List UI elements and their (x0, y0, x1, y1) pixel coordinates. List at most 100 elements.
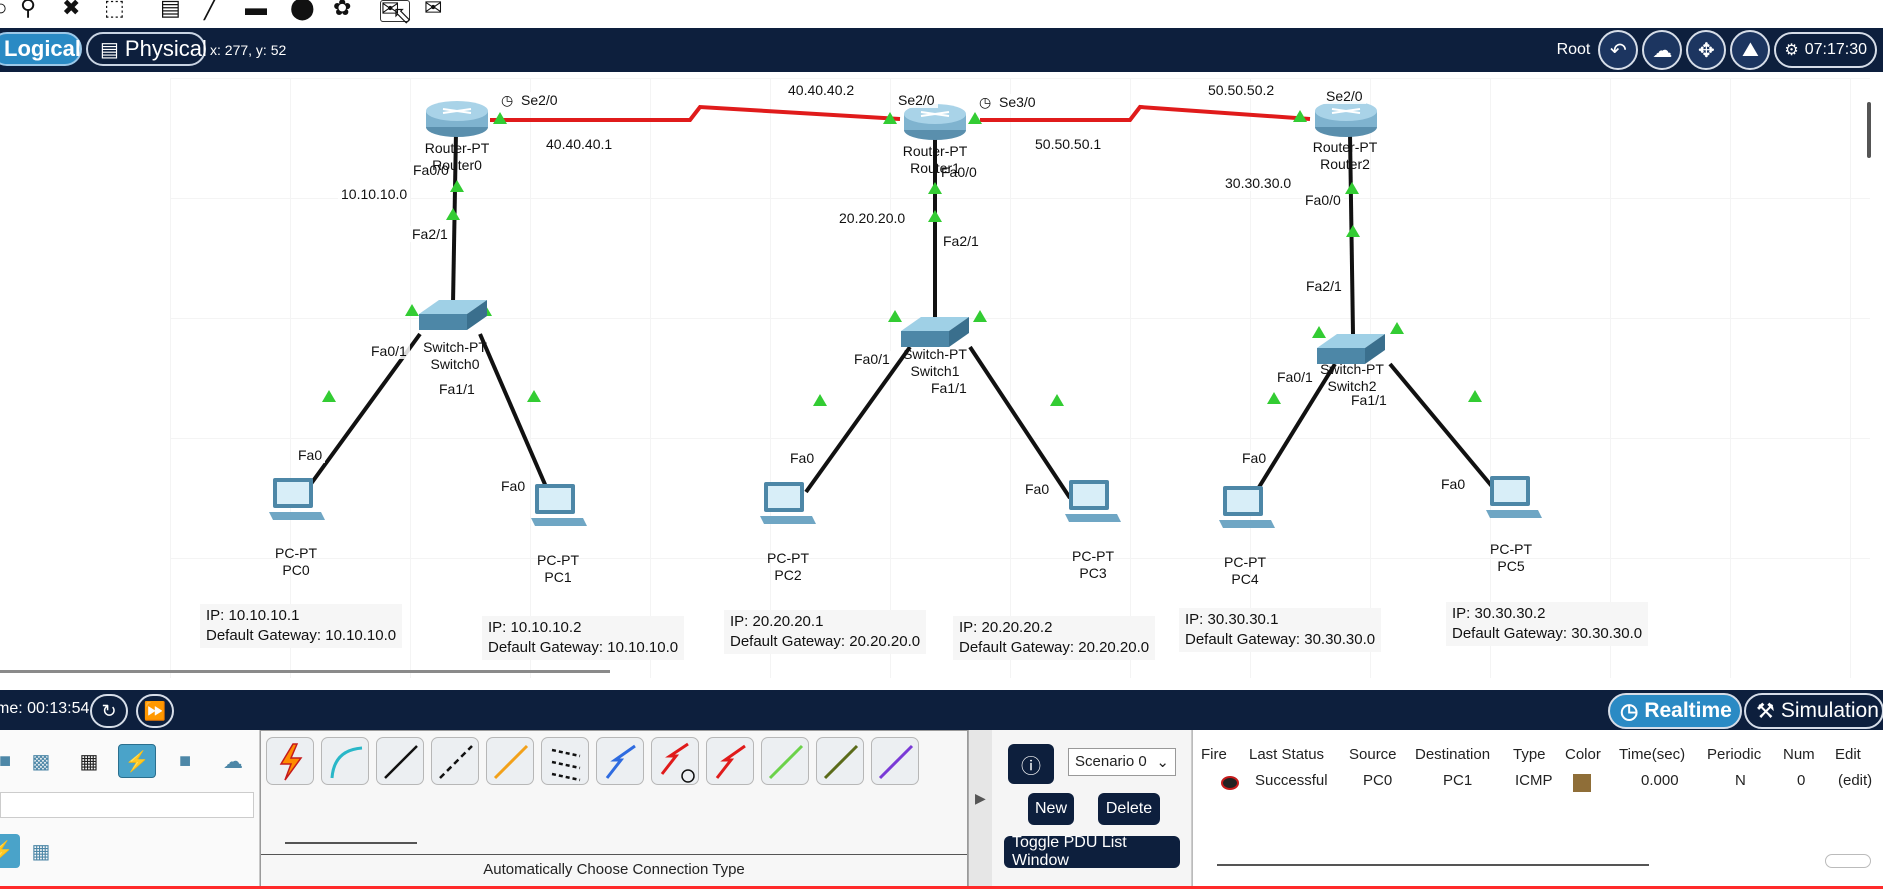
pc1-icon[interactable] (531, 484, 587, 526)
router0-icon[interactable] (426, 101, 488, 137)
pc0-icon[interactable] (269, 478, 325, 520)
ellipse-icon[interactable]: ⬤ (290, 0, 315, 20)
pc3-name: PC3 (1079, 565, 1107, 581)
connections-icon[interactable]: ⚡ (118, 744, 156, 778)
switch1-icon[interactable] (901, 317, 969, 347)
miscellaneous-icon[interactable]: ■ (178, 749, 192, 772)
link-s2-pc4[interactable] (1254, 362, 1337, 494)
connection-scrollbar[interactable] (285, 842, 417, 844)
simulation-mode-button[interactable]: ⚒Simulation (1744, 693, 1883, 729)
scenario-select[interactable]: Scenario 0⌄ (1068, 748, 1176, 776)
viewport-clock[interactable]: ⚙07:17:30 (1774, 32, 1877, 68)
serial-dte-icon[interactable] (706, 737, 754, 785)
coaxial-cable-icon[interactable] (596, 737, 644, 785)
row-type: ICMP (1515, 772, 1553, 789)
switch1-model: Switch-PT (903, 346, 967, 362)
rectangle-icon[interactable]: ▬ (245, 0, 267, 20)
link-s2-pc5[interactable] (1388, 362, 1497, 492)
line-icon[interactable]: ╱ (204, 0, 218, 20)
serial-dce-icon[interactable] (651, 737, 699, 785)
link-s1-pc2[interactable] (804, 345, 912, 494)
elapsed-time: me: 00:13:54 (0, 700, 90, 717)
toggle-pdu-list-button[interactable]: Toggle PDU List Window (1004, 834, 1180, 869)
root-label[interactable]: Root (1556, 41, 1591, 58)
resize-icon[interactable]: ⬚ (104, 0, 125, 20)
expand-arrow[interactable]: ▶ (968, 730, 992, 889)
fast-forward-button[interactable]: ⏩ (136, 694, 174, 728)
pc5-model: PC-PT (1490, 541, 1532, 557)
pdu-list-table: Fire Last Status Source Destination Type… (1192, 730, 1883, 889)
serial-link-r1-r2[interactable] (980, 104, 1311, 122)
freeform-icon[interactable]: ✿ (333, 0, 352, 20)
move-button[interactable]: ✥ (1686, 30, 1727, 70)
background-image-button[interactable]: ⛰ (1730, 30, 1771, 70)
pdu-simple-icon[interactable]: ✉ (380, 0, 410, 22)
auto-connection-icon[interactable] (266, 737, 314, 785)
pc4-icon[interactable] (1219, 486, 1275, 528)
workspace-navbar: Logical ▤Physical x: 277, y: 52 Root ↶ ☁… (0, 28, 1883, 72)
connection-subtype-icon[interactable]: ⚡ (0, 834, 20, 868)
note-icon[interactable]: ▤ (160, 0, 181, 20)
end-devices-icon[interactable]: ▩ (31, 750, 51, 773)
cloud-button[interactable]: ☁ (1642, 30, 1683, 70)
link-s0-pc1[interactable] (478, 333, 552, 497)
tab-logical[interactable]: Logical (0, 32, 82, 66)
phone-cable-icon[interactable] (541, 737, 589, 785)
octal-cable-icon[interactable] (761, 737, 809, 785)
router1-icon[interactable] (904, 104, 966, 140)
router2-icon[interactable] (1315, 101, 1377, 137)
multiuser-icon[interactable]: ☁ (223, 750, 243, 773)
copper-straight-through-icon[interactable] (376, 737, 424, 785)
s2-left-port: Fa0/1 (1274, 369, 1316, 385)
clock-icon: ◷ (501, 92, 514, 108)
pc3-model: PC-PT (1072, 548, 1114, 564)
grid-icon[interactable]: ▦ (31, 840, 51, 863)
pdu-complex-icon[interactable]: ✉ (424, 0, 443, 20)
back-button[interactable]: ↶ (1598, 30, 1639, 70)
link-s1-pc3[interactable] (968, 345, 1072, 500)
pc1-name: PC1 (544, 569, 572, 585)
row-edit-link[interactable]: (edit) (1838, 772, 1873, 789)
components-icon[interactable]: ▦ (79, 750, 99, 773)
fiber-icon[interactable] (486, 737, 534, 785)
iot-custom-cable-icon[interactable] (816, 737, 864, 785)
network-devices-icon[interactable]: ■ (0, 749, 12, 772)
magnifier-icon[interactable]: ○ (0, 0, 8, 20)
table-scrollbar[interactable] (1217, 864, 1649, 866)
reset-time-button[interactable]: ↻ (90, 694, 128, 728)
tab-physical[interactable]: ▤Physical (86, 32, 207, 66)
pc2-icon[interactable] (760, 482, 816, 524)
info-button[interactable]: ⓘ (1008, 744, 1054, 784)
vertical-scrollbar[interactable] (1867, 102, 1871, 158)
header-time: Time(sec) (1619, 746, 1686, 763)
horizontal-scrollbar[interactable] (0, 670, 610, 673)
realtime-mode-button[interactable]: ◷Realtime (1608, 693, 1742, 729)
toggle-label: Toggle PDU List Window (1012, 834, 1127, 869)
pc0-name: PC0 (282, 562, 310, 578)
new-scenario-button[interactable]: New (1028, 793, 1074, 825)
r0-fa-ip: 10.10.10.0 (338, 186, 411, 202)
link-s0-pc0[interactable] (303, 332, 422, 494)
pc5-icon[interactable] (1486, 476, 1542, 518)
back-arrow-icon: ↶ (1609, 39, 1627, 62)
serial-link-r0-r1[interactable] (490, 104, 901, 122)
copper-cross-over-icon[interactable] (431, 737, 479, 785)
search-icon[interactable]: ⚲ (20, 0, 37, 20)
switch0-icon[interactable] (419, 300, 487, 330)
port-indicators (322, 110, 1482, 406)
tab-logical-label: Logical (4, 36, 82, 61)
switch2-icon[interactable] (1317, 334, 1385, 364)
delete-icon[interactable]: ✖ (62, 0, 81, 20)
console-cable-icon[interactable] (321, 737, 369, 785)
delete-scenario-button[interactable]: Delete (1098, 793, 1160, 825)
fire-indicator-icon[interactable] (1221, 776, 1239, 790)
pc3-icon[interactable] (1065, 480, 1121, 522)
usb-cable-icon[interactable] (871, 737, 919, 785)
